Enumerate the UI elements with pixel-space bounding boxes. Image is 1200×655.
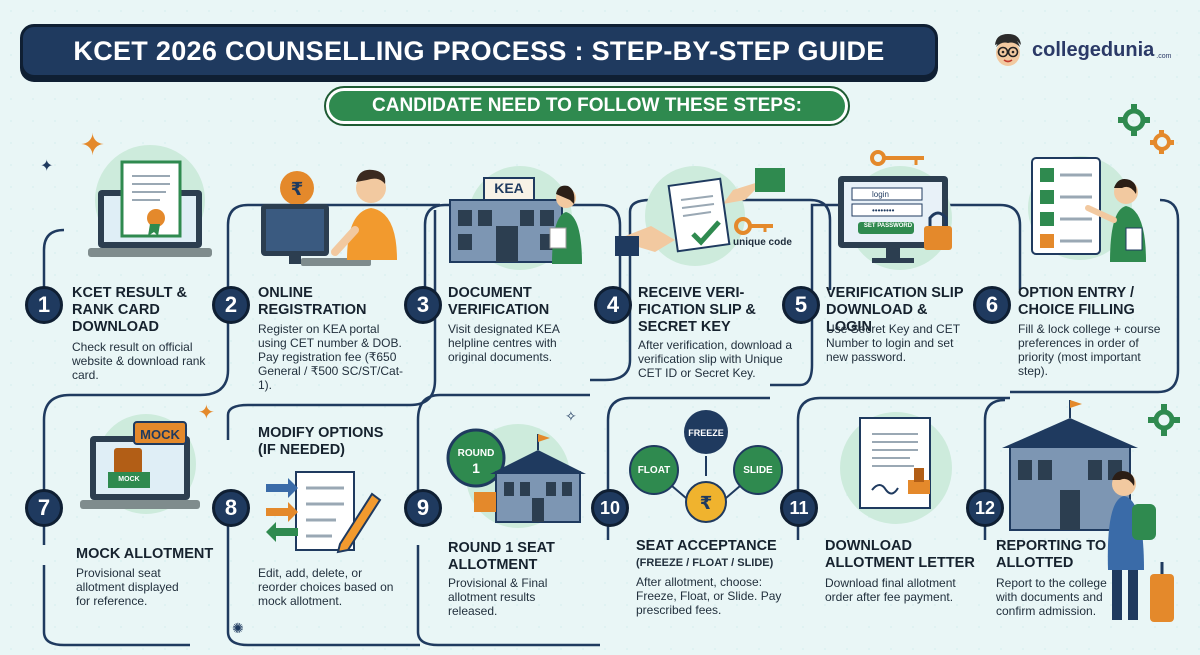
step-title: VERIFICATION SLIP DOWNLOAD & LOGIN — [826, 285, 964, 335]
step-description: Check result on official website & downl… — [72, 340, 206, 382]
set-password-button: SET PASSWORD — [863, 223, 913, 229]
step-title: DOCUMENT VERIFICATION — [448, 285, 550, 318]
step-title: ROUND 1 SEAT ALLOTMENT — [448, 540, 555, 573]
step-number: 9 — [404, 489, 442, 527]
sparkle-icon: ✺ — [232, 620, 244, 636]
step-number: 3 — [404, 286, 442, 324]
choice-options-icon: ₹ — [629, 410, 783, 523]
handover-slip-icon — [615, 166, 785, 266]
step-description: Fill & lock college + course preferences… — [1018, 322, 1161, 378]
student-college-icon — [1002, 400, 1174, 622]
round-badge-college-icon — [446, 424, 586, 528]
page-subtitle-text: CANDIDATE NEED TO FOLLOW THESE STEPS: — [372, 95, 802, 116]
slide-option: SLIDE — [743, 465, 773, 476]
sparkle-icon: ✦ — [198, 402, 215, 424]
sparkle-icon: ✧ — [565, 408, 577, 424]
logo-text: collegedunia — [1032, 38, 1155, 61]
checklist-board-icon — [1028, 156, 1146, 262]
step-number: 7 — [25, 489, 63, 527]
step-description: After verification, download a verificat… — [638, 338, 793, 380]
step-number: 4 — [594, 286, 632, 324]
mock-badge: MOCK — [140, 427, 180, 442]
step-number: 12 — [966, 489, 1004, 527]
step-subtitle: (FREEZE / FLOAT / SLIDE) — [636, 557, 774, 569]
step-title: DOWNLOAD ALLOTMENT LETTER — [825, 538, 975, 571]
step-title: MODIFY OPTIONS (IF NEEDED) — [258, 425, 384, 458]
float-option: FLOAT — [637, 465, 671, 476]
step-description: Register on KEA portal using CET number … — [258, 322, 404, 392]
round-badge-line2: 1 — [472, 460, 480, 476]
step-number: 8 — [212, 489, 250, 527]
step-title: OPTION ENTRY / CHOICE FILLING — [1018, 285, 1135, 318]
step-number: 5 — [782, 286, 820, 324]
kea-sign: KEA — [494, 180, 524, 196]
step-title: RECEIVE VERI-FICATION SLIP & SECRET KEY — [638, 285, 756, 335]
sparkle-icon: ✦ — [40, 158, 54, 175]
sparkle-icon: ✦ — [80, 129, 106, 162]
login-monitor-icon — [838, 150, 952, 270]
person-computer-icon: ₹ — [261, 169, 397, 266]
step-title: SEAT ACCEPTANCE — [636, 538, 777, 554]
step-title: KCET RESULT & RANK CARD DOWNLOAD — [72, 285, 187, 335]
step-number: 2 — [212, 286, 250, 324]
page-title: KCET 2026 COUNSELLING PROCESS : STEP-BY-… — [20, 24, 938, 78]
login-password-field: •••••••• — [872, 206, 895, 215]
svg-text:₹: ₹ — [700, 493, 713, 514]
step-description: After allotment, choose: Freeze, Float, … — [636, 575, 782, 617]
allotment-letter-icon — [840, 412, 952, 524]
gear-icon — [1148, 404, 1180, 436]
svg-text:₹: ₹ — [291, 179, 304, 200]
laptop-certificate-icon — [88, 145, 212, 257]
round-badge-line1: ROUND — [457, 448, 495, 459]
step-description: Download final allotment order after fee… — [825, 576, 956, 604]
step-title: MOCK ALLOTMENT — [76, 546, 214, 562]
logo-suffix: .com — [1156, 52, 1172, 60]
step-number: 10 — [591, 489, 629, 527]
step-description: Report to the college with documents and… — [996, 576, 1107, 618]
freeze-option: FREEZE — [688, 428, 724, 438]
page-title-text: KCET 2026 COUNSELLING PROCESS : STEP-BY-… — [73, 35, 885, 66]
step-number: 11 — [780, 489, 818, 527]
edit-list-icon — [266, 471, 382, 554]
step-description: Provisional & Final allotment results re… — [448, 576, 548, 618]
step-title: ONLINE REGISTRATION — [258, 285, 367, 318]
mock-seat-label: MOCK — [118, 476, 140, 483]
mascot-face-icon — [995, 34, 1021, 66]
mock-laptop-icon — [80, 414, 200, 514]
step-description: Provisional seat allotment displayed for… — [76, 566, 179, 608]
kea-building-icon — [449, 166, 582, 270]
step-number: 1 — [25, 286, 63, 324]
step-title: REPORTING TO ALLOTTED — [996, 538, 1107, 571]
step-description: Visit designated KEA helpline centres wi… — [448, 322, 560, 364]
step-description: Use Secret Key and CET Number to login a… — [826, 322, 960, 364]
page-subtitle: CANDIDATE NEED TO FOLLOW THESE STEPS: — [324, 86, 850, 126]
step-description: Edit, add, delete, or reorder choices ba… — [258, 566, 394, 608]
step-number: 6 — [973, 286, 1011, 324]
collegedunia-logo[interactable]: collegedunia .com — [990, 30, 1190, 70]
unique-code-label: unique code — [733, 237, 792, 248]
login-username-field: login — [872, 190, 889, 199]
gears-icon — [1118, 104, 1174, 154]
